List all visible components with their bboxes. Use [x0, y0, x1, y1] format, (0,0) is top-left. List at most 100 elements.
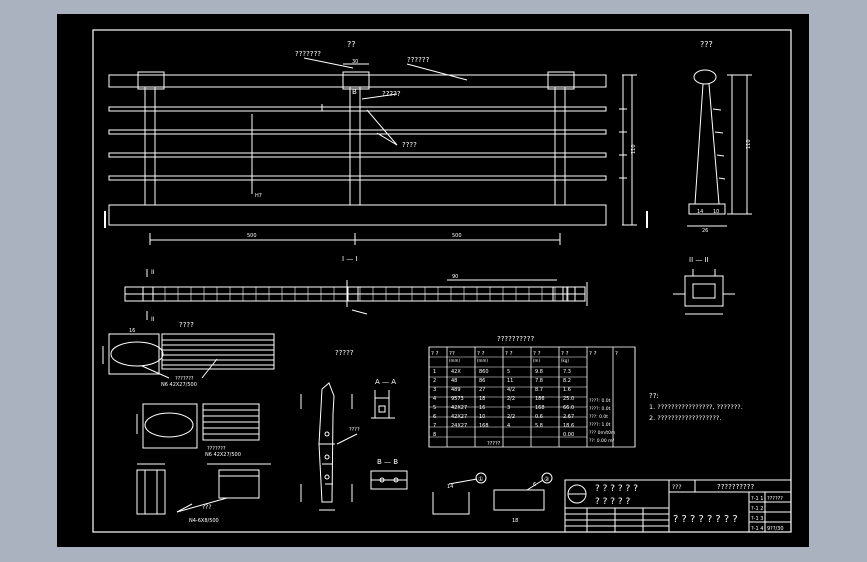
label-h7: H7	[255, 193, 262, 199]
post-detail-text: ??????? N6 42X27/500	[205, 446, 241, 458]
cad-drawing: ?? ??????? ?????? ????? ???? B H7 500 50…	[92, 29, 792, 533]
table-cell: 860	[479, 369, 489, 375]
side-height: 110	[746, 139, 752, 149]
table-unit-cell: (m)	[533, 358, 540, 363]
table-cell: 9573	[451, 396, 464, 402]
post-right	[554, 86, 566, 206]
table-cell: 48	[451, 378, 457, 384]
table-cell: 4/2	[507, 387, 515, 393]
front-view-title: ??	[347, 40, 356, 49]
drawing-border	[92, 29, 792, 533]
table-cell: 5.8	[535, 423, 543, 429]
notes: ??: 1. ????????????????, ???????. 2. ???…	[649, 392, 743, 422]
table-header-cell: ? ?	[533, 351, 541, 357]
sd-d18: 18	[512, 518, 518, 524]
circle-1: ①	[478, 476, 483, 483]
table-header-cell: ? ?	[561, 351, 569, 357]
curb	[108, 204, 607, 226]
table-cell: 6	[433, 414, 436, 420]
label-top-left: ???????	[295, 50, 321, 58]
bar-3	[108, 152, 607, 158]
base-detail-text: ??? N4-6X8/500	[189, 504, 219, 524]
table-cell: 5	[507, 369, 510, 375]
qty-side-note: ???: 0.0t	[589, 414, 608, 420]
post-cap-right	[547, 71, 575, 90]
project-name: ??????????	[717, 483, 754, 491]
table-cell: 9.8	[535, 369, 543, 375]
table-unit-cell: (mm)	[477, 358, 488, 363]
bar-2	[108, 129, 607, 135]
post-mid	[349, 86, 361, 206]
label-post: ?????	[382, 90, 401, 98]
side-d14: 14	[697, 209, 703, 215]
section-2-title: II — II	[689, 256, 709, 264]
table-cell: 5	[433, 405, 436, 411]
bar-4	[108, 175, 607, 181]
table-cell: 18	[479, 396, 485, 402]
section-bb	[370, 470, 408, 490]
plan-marker-top: II	[151, 269, 155, 276]
front-view-text: ?? ??????? ?????? ????? ???? B H7 500 50…	[247, 40, 637, 239]
post-side-text: ????? ????	[335, 349, 360, 433]
label-rail: ??????	[407, 56, 430, 64]
table-cell: 4	[433, 396, 436, 402]
table-cell: 8	[433, 432, 436, 438]
table-header-cell: ??	[449, 351, 455, 357]
post-cap-left	[137, 71, 165, 90]
table-cell: 3	[433, 387, 436, 393]
code-3: ?-1 3	[751, 516, 763, 522]
table-cell: 25.0	[563, 396, 574, 402]
table-cell: 1	[433, 369, 436, 375]
top-handrail	[108, 74, 607, 88]
table-cell: 0.00	[563, 432, 574, 438]
table-cell: 4	[507, 423, 510, 429]
rail-note1: ???????	[175, 376, 194, 382]
post-side-title: ?????	[335, 349, 354, 357]
rail-detail-text: ???? ??????? N6 42X27/500 16	[129, 321, 197, 388]
rail-note2: N6 42X27/500	[161, 382, 197, 388]
side-view	[687, 69, 752, 227]
post-detail	[136, 403, 260, 449]
plan-marker-bottom: II	[151, 316, 155, 323]
table-cell: 66.0	[563, 405, 574, 411]
qty-table-footer: ?????	[487, 441, 501, 447]
title-block: ? ? ? ? ? ? ? ? ? ? ? ?????????? ??? ? ?…	[595, 483, 784, 532]
table-cell: 42X27	[451, 405, 467, 411]
table-header-cell: ? ?	[477, 351, 485, 357]
table-cell: 186	[535, 396, 545, 402]
base-detail-title: ???	[202, 504, 212, 511]
table-cell: 10	[479, 414, 485, 420]
notes-title: ??:	[649, 392, 659, 400]
section-bb-title: B — B	[377, 458, 398, 466]
bar-1	[108, 106, 607, 112]
table-header-cell: ?	[615, 351, 618, 357]
table-cell: 168	[535, 405, 545, 411]
qty-side-note: ??? 0m/t0m	[589, 430, 615, 436]
table-cell: 27	[479, 387, 485, 393]
table-cell: 168	[479, 423, 489, 429]
post-left	[144, 86, 156, 206]
post-detail-note2: N6 42X27/500	[205, 452, 241, 458]
table-cell: 16	[479, 405, 485, 411]
table-header-cell: ? ?	[505, 351, 513, 357]
qty-side-note: ??: 0.00 m³	[589, 438, 615, 444]
stage: ???	[672, 484, 682, 491]
table-cell: 0.6	[535, 414, 543, 420]
plan-view-text: I — I II II 90	[151, 255, 458, 323]
post-detail-note: ???????	[207, 446, 226, 452]
drawing-sheet: ?? ??????? ?????? ????? ???? B H7 500 50…	[57, 14, 809, 547]
small-details-text: ① ② 14 18 6	[447, 476, 550, 524]
table-unit-cell: (kg)	[561, 358, 569, 363]
table-cell: 42X27	[451, 414, 467, 420]
title-block-frame	[564, 479, 792, 533]
side-view-title: ???	[700, 40, 713, 49]
dim-span-left: 500	[247, 233, 257, 239]
table-cell: 7.8	[535, 378, 543, 384]
table-cell: 489	[451, 387, 461, 393]
rail-dim: 16	[129, 328, 135, 334]
code-1: ?-1 1	[751, 496, 763, 502]
rail-detail	[102, 333, 275, 379]
label-b: B	[352, 88, 357, 96]
section-2-text: II — II	[689, 256, 709, 264]
title-big: ? ? ? ? ? ?	[595, 484, 638, 494]
